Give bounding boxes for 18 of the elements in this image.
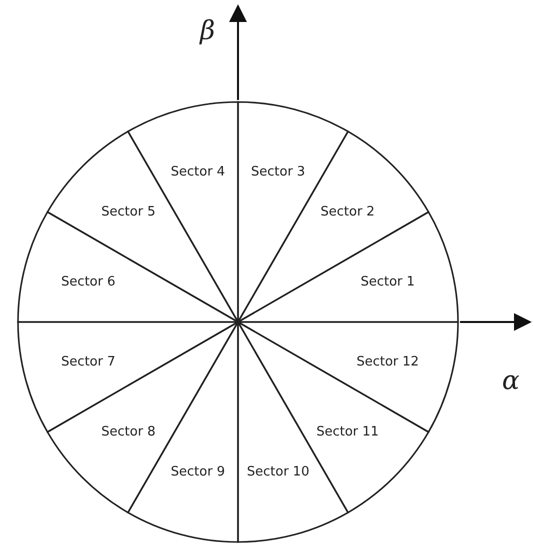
sector-label: Sector 12 [356,354,419,370]
sector-label: Sector 8 [101,424,156,440]
sector-wedge [46,321,239,514]
sector-label: Sector 10 [246,464,310,480]
sector-wedge [237,321,430,514]
sector-label: Sector 4 [170,164,225,180]
alpha-axis-label: α [502,366,520,396]
sector-label: Sector 3 [251,164,306,180]
sector-label: Sector 1 [360,274,415,290]
beta-axis-label: β [200,16,216,46]
sector-wedge [237,130,430,323]
sector-label: Sector 11 [316,424,379,440]
sector-label: Sector 9 [170,464,225,480]
sector-label: Sector 5 [101,204,156,220]
sector-label: Sector 2 [320,204,375,220]
sector-label: Sector 7 [61,354,116,370]
sector-label: Sector 6 [61,274,116,290]
sector-wedge [46,130,239,323]
